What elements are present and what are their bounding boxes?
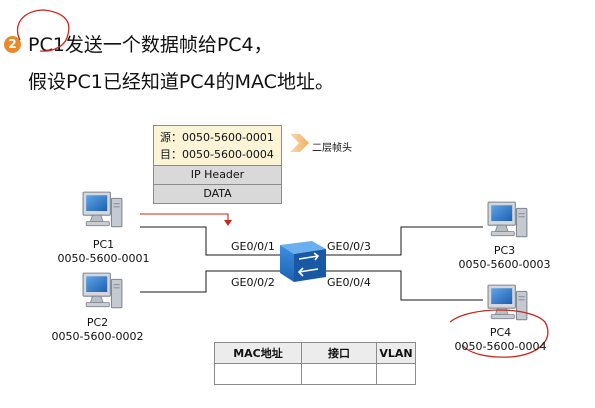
- frame-data: DATA: [154, 184, 281, 203]
- mac-table-cell: [214, 363, 302, 385]
- mac-table-cell: [376, 363, 416, 385]
- port-label-ge0-0-1: GE0/0/1: [231, 240, 275, 253]
- mac-table-header-vlan: VLAN: [376, 342, 416, 364]
- frame-destination-mac: 目：0050-5600-0004: [160, 148, 274, 161]
- layer2-header-label: 二层帧头: [312, 143, 352, 154]
- title-line-2: 假设PC1已经知道PC4的MAC地址。: [28, 71, 334, 93]
- link-switch-pc4: [322, 270, 483, 301]
- frame-l2-header: 源：0050-5600-0001 目：0050-5600-0004: [154, 126, 281, 166]
- handwritten-circle-step: [16, 9, 70, 52]
- link-pc2-switch: [140, 270, 280, 293]
- link-switch-pc3: [322, 226, 483, 256]
- frame-structure: 源：0050-5600-0001 目：0050-5600-0004 IP Hea…: [153, 125, 282, 204]
- port-label-ge0-0-2: GE0/0/2: [231, 276, 275, 289]
- mac-table-header-mac: MAC地址: [214, 342, 302, 364]
- pc1-icon: [82, 191, 123, 228]
- switch-icon: [280, 241, 326, 282]
- pc1-name: PC1: [92, 238, 115, 251]
- pc2-icon: [82, 272, 123, 309]
- pc1-mac: 0050-5600-0001: [57, 252, 150, 265]
- layer2-header-arrow: [290, 134, 309, 152]
- mac-address-table: MAC地址 接口 VLAN: [214, 342, 416, 385]
- pc3-mac: 0050-5600-0003: [458, 258, 551, 271]
- port-label-ge0-0-4: GE0/0/4: [327, 276, 371, 289]
- mac-table-empty-row: [214, 363, 416, 385]
- step-number-badge: 2: [4, 36, 21, 53]
- handwritten-circle-pc4: [449, 309, 549, 358]
- port-label-ge0-0-3: GE0/0/3: [327, 240, 371, 253]
- mac-table-cell: [301, 363, 377, 385]
- title-line-1: PC1发送一个数据帧给PC4，: [28, 34, 273, 56]
- pc3-icon: [487, 201, 528, 238]
- pc2-mac: 0050-5600-0002: [51, 330, 144, 343]
- pc3-name: PC3: [493, 244, 516, 257]
- pc4-name: PC4: [489, 326, 512, 339]
- link-pc1-switch: [140, 226, 280, 256]
- frame-flow-arrow: [140, 213, 232, 226]
- frame-source-mac: 源：0050-5600-0001: [160, 131, 274, 144]
- frame-ip-header: IP Header: [154, 166, 281, 184]
- pc2-name: PC2: [86, 316, 109, 329]
- pc4-icon: [487, 284, 528, 321]
- pc4-mac: 0050-5600-0004: [454, 340, 547, 353]
- mac-table-header-port: 接口: [301, 342, 377, 364]
